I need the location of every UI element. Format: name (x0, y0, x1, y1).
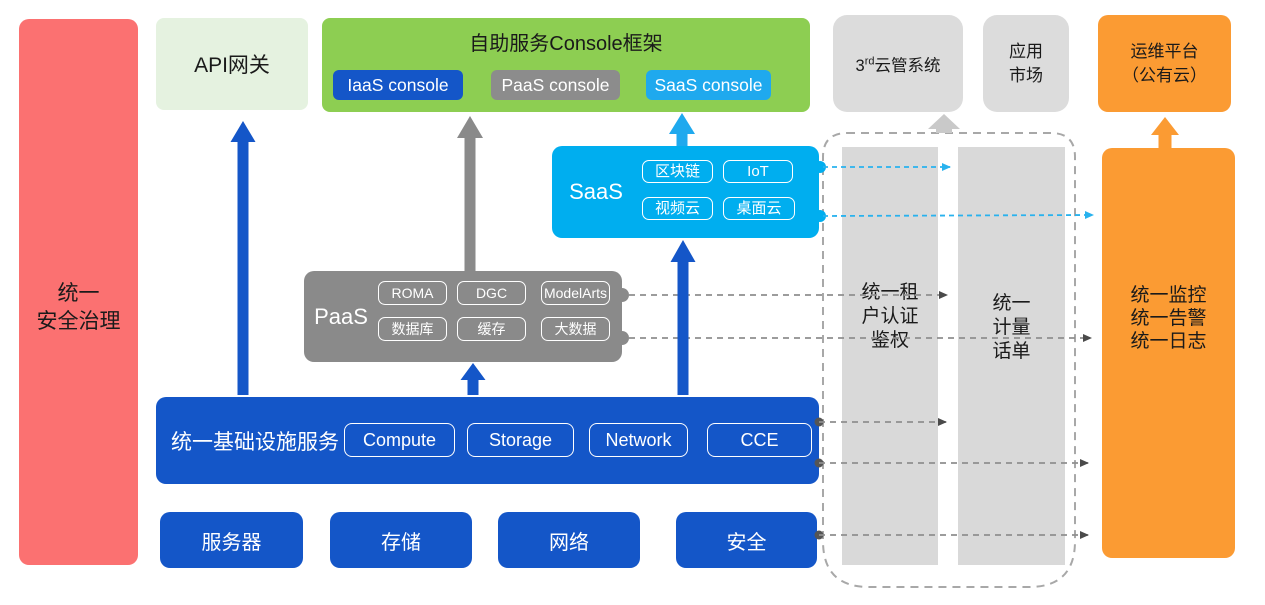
iaas-console-chip: IaaS console (333, 70, 463, 100)
arrow-saas-to-console (669, 113, 695, 146)
iaas-console-label: IaaS console (347, 74, 449, 95)
storage-box: 存储 (330, 512, 472, 568)
paas-chip-cache: 缓存 (457, 317, 526, 341)
ops-platform-label: 运维平台（公有云） (1122, 41, 1207, 85)
paas-chip-modelarts: ModelArts (541, 281, 610, 305)
infra-chip-storage: Storage (467, 423, 574, 457)
paas-chip-bigdata: 大数据 (541, 317, 610, 341)
app-market-box: 应用市场 (983, 15, 1069, 112)
infra-services-box (156, 397, 819, 484)
security-governance-label: 统一 安全治理 (19, 280, 138, 336)
saas-label: SaaS (569, 179, 623, 204)
console-frame-title: 自助服务Console框架 (469, 33, 663, 55)
arrow-infra-to-paas (460, 363, 486, 395)
infra-services-label: 统一基础设施服务 (171, 430, 339, 454)
paas-console-chip: PaaS console (491, 70, 620, 100)
network-box: 网络 (498, 512, 640, 568)
monitor-box (1102, 148, 1235, 558)
saas-console-chip: SaaS console (646, 70, 771, 100)
third-party-cloud-box: 3rd云管系统 (833, 15, 963, 112)
api-gateway-box: API网关 (156, 18, 308, 110)
paas-chip-roma: ROMA (378, 281, 447, 305)
ops-platform-box: 运维平台（公有云） (1098, 15, 1231, 112)
saas-box (552, 146, 819, 238)
saas-chip-iot: IoT (723, 160, 793, 183)
infra-chip-compute: Compute (344, 423, 455, 457)
paas-console-label: PaaS console (501, 74, 610, 95)
infra-chip-network: Network (589, 423, 688, 457)
security-line-1: 统一 (57, 282, 100, 305)
arrow-monitor-to-ops (1151, 117, 1179, 148)
arrow-infra-to-api (230, 121, 256, 395)
paas-label: PaaS (314, 303, 368, 329)
monitor-label: 统一监控统一告警统一日志 (1130, 285, 1207, 352)
security-governance-bar (19, 19, 138, 565)
app-market-label: 应用市场 (1009, 41, 1043, 85)
api-gateway-label: API网关 (194, 54, 270, 77)
paas-chip-database: 数据库 (378, 317, 447, 341)
saas-chip-video-cloud: 视频云 (642, 197, 713, 220)
arrow-group-to-third-party (928, 114, 960, 133)
security-line-2: 安全治理 (36, 310, 121, 333)
billing-bar-label: 统一计量话单 (992, 293, 1031, 362)
saas-console-label: SaaS console (654, 74, 763, 95)
paas-chip-dgc: DGC (457, 281, 526, 305)
arrow-paas-to-console (457, 116, 483, 271)
arrow-infra-to-saas (670, 240, 696, 395)
saas-chip-blockchain: 区块链 (642, 160, 713, 183)
third-party-cloud-label: 3rd云管系统 (855, 55, 941, 75)
server-box: 服务器 (160, 512, 303, 568)
saas-chip-desktop-cloud: 桌面云 (723, 197, 795, 220)
infra-chip-cce: CCE (707, 423, 812, 457)
auth-bar-label: 统一租户认证鉴权 (861, 282, 919, 351)
auth-bar (842, 147, 938, 565)
security-box: 安全 (676, 512, 817, 568)
